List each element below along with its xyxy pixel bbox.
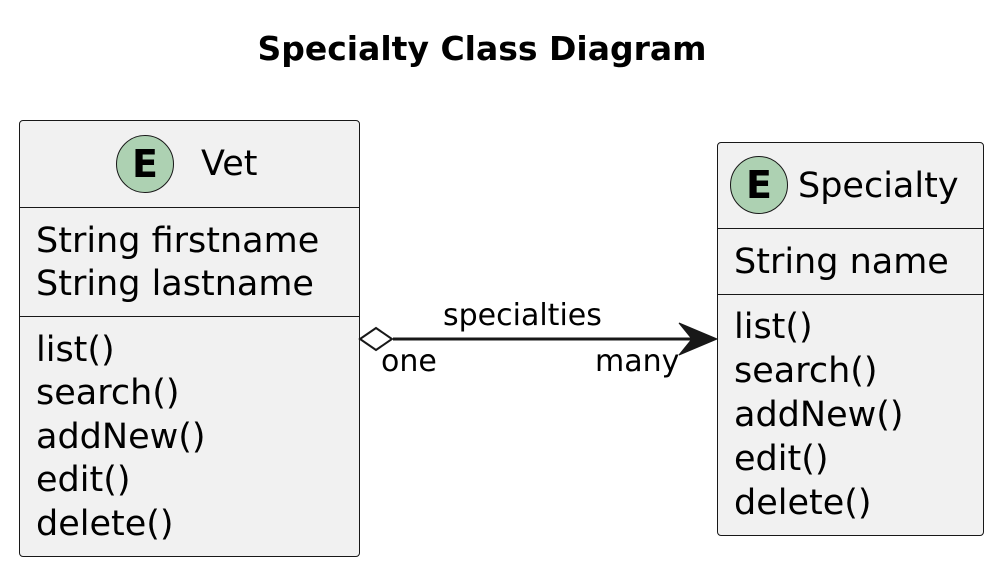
method: search() [36, 373, 180, 413]
divider [20, 316, 359, 317]
arrowhead-icon [678, 322, 719, 356]
entity-icon: E [116, 135, 174, 193]
class-vet[interactable]: E Vet String firstname String lastname l… [19, 120, 360, 557]
method: addNew() [734, 395, 904, 435]
divider [20, 207, 359, 208]
method: edit() [36, 460, 131, 500]
divider [718, 228, 983, 229]
method: search() [734, 351, 878, 391]
method: delete() [734, 483, 872, 523]
divider [718, 294, 983, 295]
attribute: String name [734, 242, 949, 282]
method: list() [734, 307, 813, 347]
aggregation-diamond-icon [358, 326, 394, 352]
class-specialty[interactable]: E Specialty String name list() search() … [717, 142, 984, 536]
to-multiplicity: many [595, 344, 680, 379]
class-name: Specialty [798, 166, 959, 206]
from-multiplicity: one [381, 344, 437, 379]
class-header: E Specialty [718, 143, 983, 229]
class-header: E Vet [20, 121, 359, 207]
relationship-label: specialties [443, 298, 602, 333]
attribute: String firstname [36, 221, 320, 261]
attribute: String lastname [36, 264, 314, 304]
method: delete() [36, 504, 174, 544]
diagram-title: Specialty Class Diagram [257, 29, 707, 68]
entity-icon: E [730, 156, 788, 214]
class-name: Vet [201, 144, 258, 184]
method: edit() [734, 439, 829, 479]
method: addNew() [36, 417, 206, 457]
method: list() [36, 330, 115, 370]
